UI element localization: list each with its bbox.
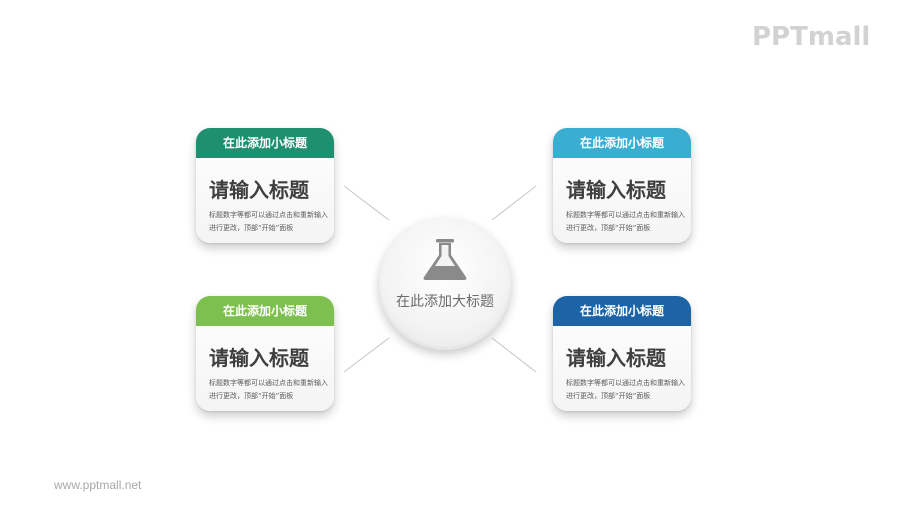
connector-line [491,185,537,221]
card-title: 请输入标题 [566,346,666,370]
card-title: 请输入标题 [209,178,309,202]
connector-line [343,185,390,221]
connector-line [491,337,537,373]
card-top-right: 在此添加小标题 请输入标题 标题数字等都可以通过点击和重新输入进行更改，顶部“开… [553,128,691,243]
connector-line [343,337,390,373]
card-subtitle: 在此添加小标题 [553,128,691,158]
card-subtitle: 在此添加小标题 [196,128,334,158]
card-text: 标题数字等都可以通过点击和重新输入进行更改，顶部“开始”面板 [566,379,685,400]
card-top-left: 在此添加小标题 请输入标题 标题数字等都可以通过点击和重新输入进行更改，顶部“开… [196,128,334,243]
pptmall-logo: PPTmall [752,22,871,52]
card-bottom-right: 在此添加小标题 请输入标题 标题数字等都可以通过点击和重新输入进行更改，顶部“开… [553,296,691,411]
card-title: 请输入标题 [209,346,309,370]
center-circle: 在此添加大标题 [379,218,511,350]
card-text: 标题数字等都可以通过点击和重新输入进行更改，顶部“开始”面板 [209,211,328,232]
card-bottom-left: 在此添加小标题 请输入标题 标题数字等都可以通过点击和重新输入进行更改，顶部“开… [196,296,334,411]
card-title: 请输入标题 [566,178,666,202]
card-subtitle: 在此添加小标题 [196,296,334,326]
card-text: 标题数字等都可以通过点击和重新输入进行更改，顶部“开始”面板 [209,379,328,400]
card-text: 标题数字等都可以通过点击和重新输入进行更改，顶部“开始”面板 [566,211,685,232]
center-title: 在此添加大标题 [396,294,494,310]
card-subtitle: 在此添加小标题 [553,296,691,326]
flask-icon [423,239,467,280]
footer-url[interactable]: www.pptmall.net [54,478,142,492]
